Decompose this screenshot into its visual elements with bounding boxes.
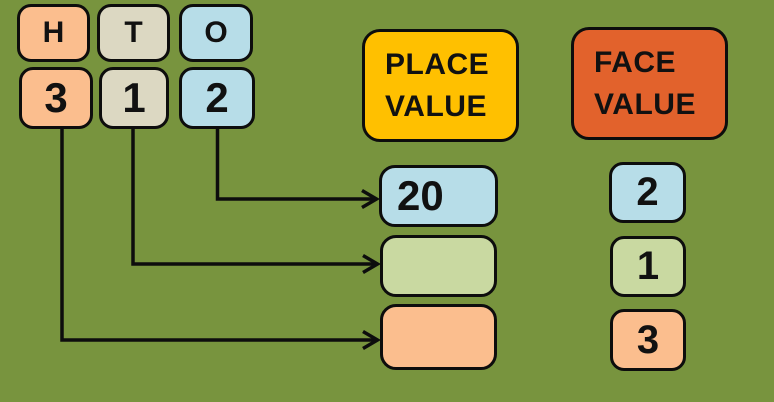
- face-value-ones-value: 2: [636, 170, 659, 214]
- face-value-header-line2: VALUE: [594, 87, 696, 121]
- column-header-tens-label: T: [124, 16, 143, 49]
- digit-hundreds-value: 3: [44, 74, 68, 121]
- place-value-hundreds-box: [380, 304, 497, 370]
- arrow-tens-to-place-value: [131, 128, 381, 275]
- arrow-hundreds-to-place-value: [60, 128, 381, 351]
- face-value-hundreds-value: 3: [636, 317, 660, 362]
- column-header-hundreds-label: H: [42, 16, 65, 49]
- face-value-header: FACE VALUE: [571, 27, 728, 140]
- digit-ones-value: 2: [205, 74, 229, 121]
- place-value-tens-box: [380, 235, 497, 297]
- column-header-ones-label: O: [204, 16, 228, 49]
- column-header-tens: T: [97, 4, 170, 62]
- face-value-tens-box: 1: [610, 236, 686, 297]
- place-value-ones-box: 20: [379, 165, 498, 227]
- face-value-tens-value: 1: [636, 244, 660, 288]
- face-value-ones-box: 2: [609, 162, 686, 223]
- column-header-hundreds: H: [17, 4, 90, 62]
- place-value-header: PLACE VALUE: [362, 29, 519, 142]
- digit-tens: 1: [99, 67, 169, 129]
- digit-hundreds: 3: [19, 67, 93, 129]
- face-value-hundreds-box: 3: [610, 309, 686, 371]
- place-value-header-line1: PLACE: [385, 47, 490, 81]
- arrow-ones-to-place-value: [215, 128, 380, 210]
- place-value-ones-value: 20: [397, 172, 444, 219]
- column-header-ones: O: [179, 4, 253, 62]
- face-value-header-line1: FACE: [594, 45, 677, 79]
- digit-tens-value: 1: [122, 74, 146, 121]
- digit-ones: 2: [179, 67, 255, 129]
- place-value-header-line2: VALUE: [385, 89, 487, 123]
